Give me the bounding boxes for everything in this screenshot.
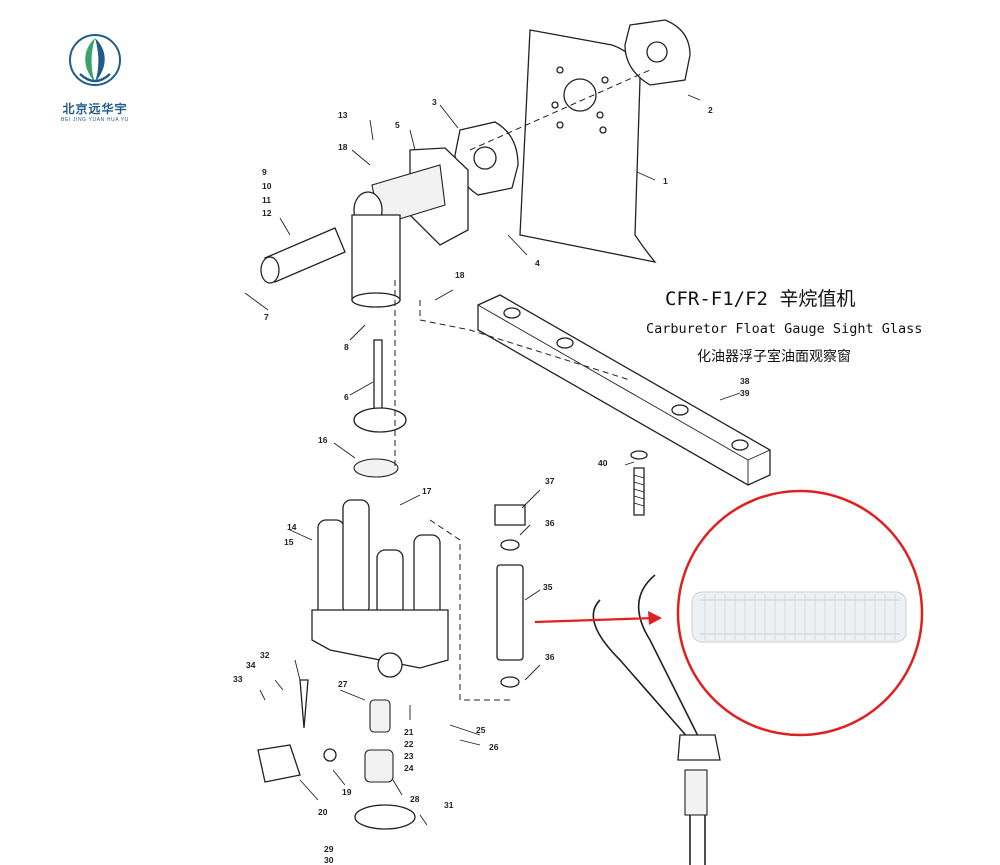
- part-label: 15: [284, 537, 294, 547]
- part-label: 31: [444, 800, 454, 810]
- part-label: 24: [404, 763, 414, 773]
- part-label: 12: [262, 208, 272, 218]
- part-label: 10: [262, 181, 272, 191]
- part-label: 40: [598, 458, 608, 468]
- part-label: 1: [663, 176, 668, 186]
- part-35-sight-glass: [494, 504, 526, 688]
- part-label: 37: [545, 476, 555, 486]
- company-logo: 北京远华宇 BEI JING YUAN HUA YU: [40, 30, 150, 123]
- fuel-line-assembly: [592, 574, 721, 865]
- part-label: 21: [404, 727, 414, 737]
- part-label: 39: [740, 388, 750, 398]
- part-14-15-float-chamber: [311, 499, 449, 678]
- diagram-subtitle-cn: 化油器浮子室油面观察窗: [697, 349, 851, 365]
- part-label: 3: [432, 97, 437, 107]
- part-label: 36: [545, 652, 555, 662]
- diagram-subtitle-en: Carburetor Float Gauge Sight Glass: [646, 321, 923, 337]
- part-label: 4: [535, 258, 540, 268]
- part-label: 26: [489, 742, 499, 752]
- part-number-labels: 1 2 3 4 5 6 7 8 9 10 11 12 13 14 15 16 1…: [233, 97, 750, 865]
- diagram-title: CFR-F1/F2 辛烷值机: [665, 288, 856, 310]
- part-label: 22: [404, 739, 414, 749]
- part-label: 38: [740, 376, 750, 386]
- part-label: 6: [344, 392, 349, 402]
- part-label: 13: [338, 110, 348, 120]
- part-label: 34: [246, 660, 256, 670]
- part-label: 29: [324, 844, 334, 854]
- part-label: 17: [422, 486, 432, 496]
- part-label: 35: [543, 582, 553, 592]
- part-5-elbow-body: [351, 147, 469, 308]
- part-label: 23: [404, 751, 414, 761]
- part-label: 2: [708, 105, 713, 115]
- logo-emblem-icon: [69, 34, 121, 86]
- part-label: 18: [338, 142, 348, 152]
- part-label: 33: [233, 674, 243, 684]
- part-label: 32: [260, 650, 270, 660]
- part-label: 30: [324, 855, 334, 865]
- part-2-flange: [624, 19, 691, 86]
- part-3-flange: [454, 121, 519, 196]
- part-label: 8: [344, 342, 349, 352]
- part-40-screw: [630, 450, 648, 516]
- part-6-rod-plate: [353, 339, 407, 478]
- part-38-39-bar: [477, 294, 771, 486]
- part-label: 16: [318, 435, 328, 445]
- part-label: 36: [545, 518, 555, 528]
- logo-company-name-en: BEI JING YUAN HUA YU: [61, 117, 129, 123]
- part-label: 27: [338, 679, 348, 689]
- part-label: 19: [342, 787, 352, 797]
- sight-glass-callout: [534, 489, 924, 737]
- logo-company-name: 北京远华宇: [62, 102, 128, 116]
- part-leader-lines: [244, 94, 741, 826]
- part-label: 25: [476, 725, 486, 735]
- part-label: 20: [318, 807, 328, 817]
- part-9-12-tube: [260, 227, 346, 284]
- part-label: 28: [410, 794, 420, 804]
- part-label: 18: [455, 270, 465, 280]
- part-label: 7: [264, 312, 269, 322]
- part-label: 5: [395, 120, 400, 130]
- part-1-mounting-plate: [519, 29, 657, 263]
- part-label: 14: [287, 522, 297, 532]
- lower-small-parts: [257, 679, 416, 830]
- part-label: 9: [262, 167, 267, 177]
- part-label: 11: [262, 195, 271, 205]
